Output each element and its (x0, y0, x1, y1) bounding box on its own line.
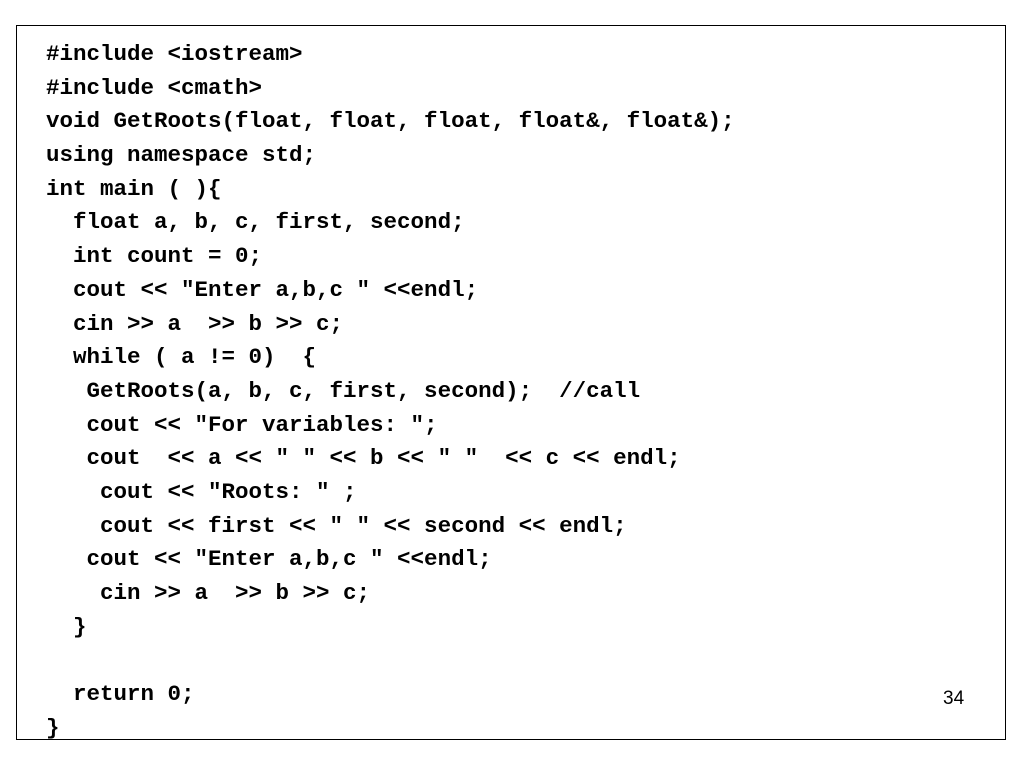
code-block: #include <iostream> #include <cmath> void … (46, 38, 735, 745)
code-line: while ( a != 0) { (46, 344, 317, 371)
code-line: #include <iostream> (46, 41, 303, 67)
code-line: using namespace std; (46, 142, 317, 169)
code-line: cout << "For variables: "; (46, 411, 438, 438)
code-line: } (46, 613, 87, 640)
code-line: return 0; (46, 681, 195, 708)
code-line: int main ( ){ (46, 175, 222, 202)
code-line: cin >> a >> b >> c; (46, 310, 344, 337)
code-line (46, 644, 735, 678)
slide-frame: #include <iostream> #include <cmath> void … (16, 25, 1006, 741)
code-line: cout << "Enter a,b,c " <<endl; (46, 276, 479, 303)
code-line: GetRoots(a, b, c, first, second); //call (46, 377, 641, 404)
code-line: cout << a << " " << b << " " << c << end… (46, 445, 681, 472)
code-line: int count = 0; (46, 243, 263, 270)
code-line: float a, b, c, first, second; (46, 209, 465, 236)
code-line: cout << "Roots: " ; (46, 478, 357, 505)
page-number: 34 (943, 688, 965, 709)
code-line: cin >> a >> b >> c; (46, 580, 371, 606)
code-line: void GetRoots(float, float, float, float… (46, 108, 735, 135)
code-line: cout << "Enter a,b,c " <<endl; (46, 546, 492, 573)
code-line: } (46, 714, 60, 741)
code-line: cout << first << " " << second << endl; (46, 512, 627, 539)
code-line: #include <cmath> (46, 74, 263, 101)
